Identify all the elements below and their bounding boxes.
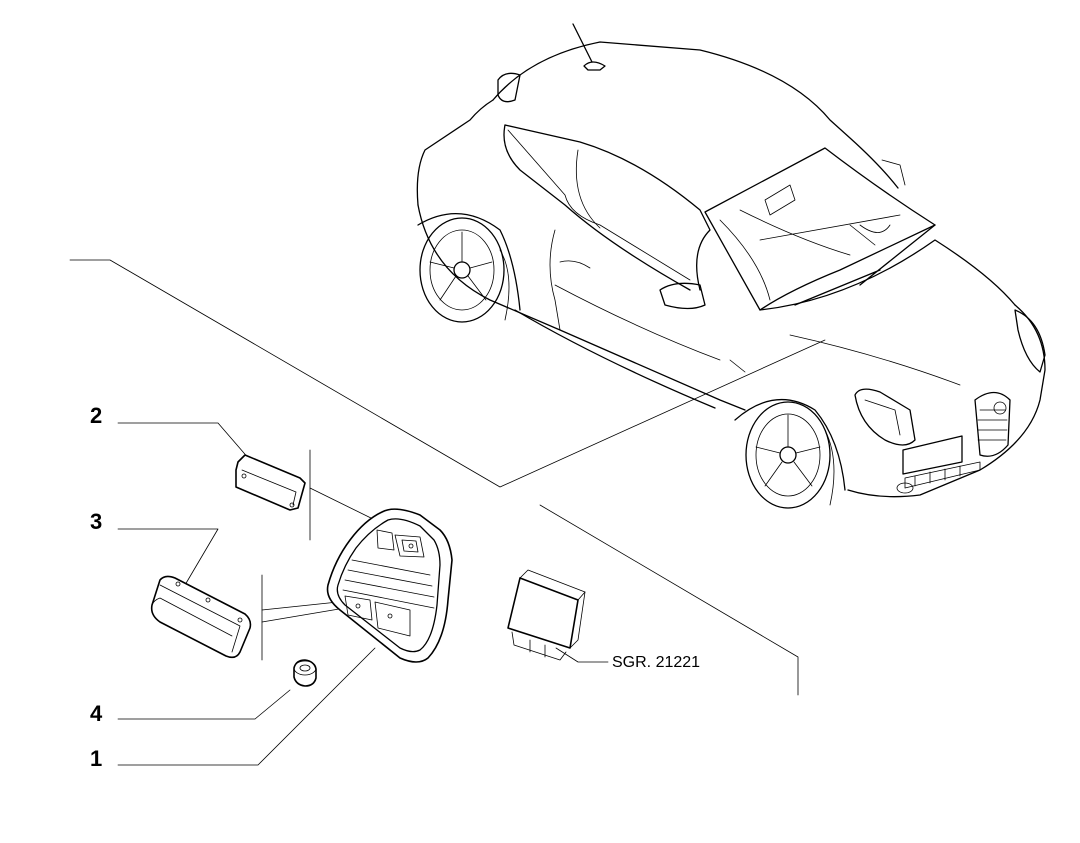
- callout-4: 4: [90, 689, 291, 726]
- control-module: [507, 569, 586, 661]
- car-illustration: [416, 23, 1046, 509]
- callout-3-label: 3: [90, 509, 102, 534]
- part-2-cover-plate: [235, 454, 306, 511]
- callout-2: 2: [90, 403, 251, 461]
- callout-2-label: 2: [90, 403, 102, 428]
- callout-4-label: 4: [90, 701, 103, 726]
- callout-1: 1: [90, 647, 376, 771]
- part-1-housing: [326, 508, 453, 663]
- part-4-nut: [293, 659, 317, 687]
- reference-label: SGR. 21221: [612, 654, 700, 671]
- reference-callout: SGR. 21221: [555, 647, 700, 671]
- callout-3: 3: [90, 509, 219, 586]
- part-3-lamp-lens: [150, 575, 252, 659]
- callout-1-label: 1: [90, 746, 102, 771]
- leader-lines: [69, 259, 826, 696]
